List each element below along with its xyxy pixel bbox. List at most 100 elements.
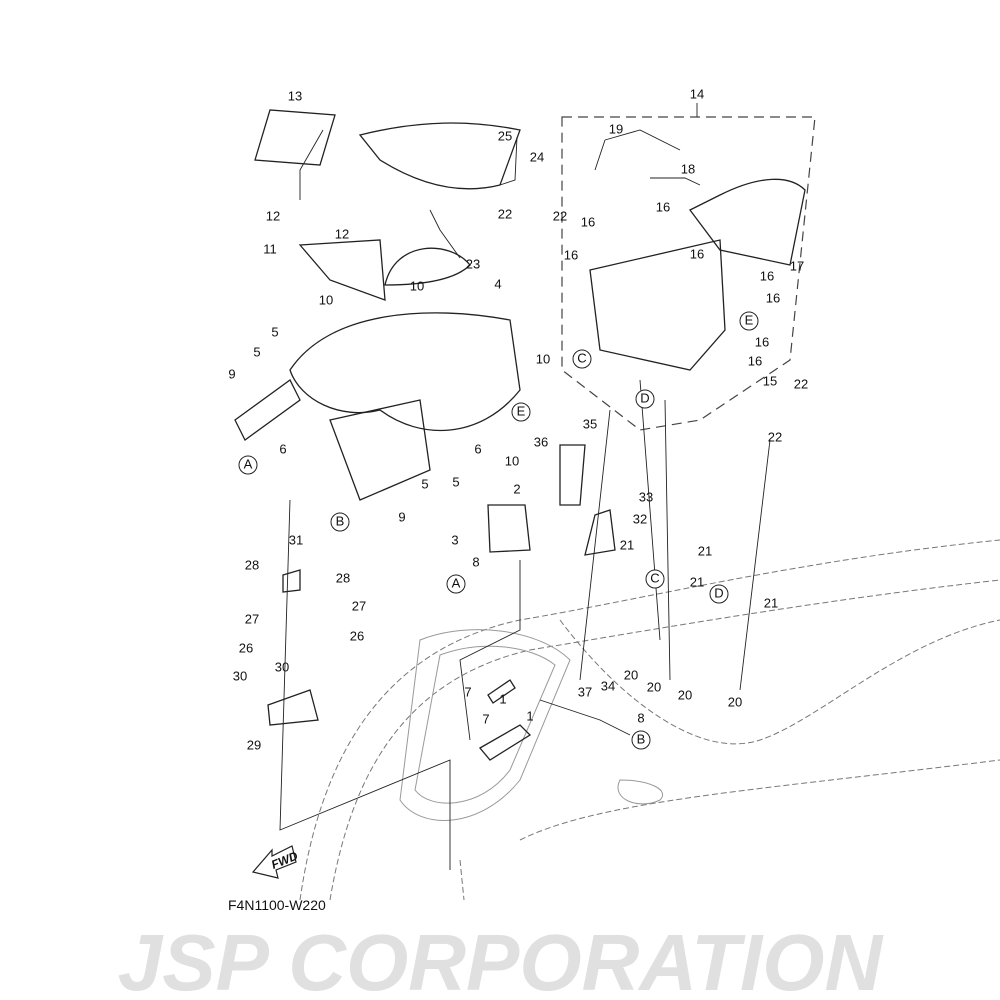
reference-letter: E <box>745 312 754 327</box>
part-number-callout: 14 <box>690 86 704 101</box>
part-number-callout: 5 <box>253 344 260 359</box>
part-13 <box>254 109 336 166</box>
part-number-callout: 19 <box>609 121 623 136</box>
reference-letter: E <box>517 403 526 418</box>
part-number-callout: 5 <box>421 476 428 491</box>
part-number-callout: 30 <box>233 668 247 683</box>
reference-circle-B <box>330 512 350 532</box>
part-number-callout: 28 <box>336 570 350 585</box>
part-number-callout: 12 <box>335 226 349 241</box>
part-number-callout: 24 <box>530 149 544 164</box>
part-number-callout: 27 <box>245 611 259 626</box>
part-29 <box>267 689 319 726</box>
reference-circle-E <box>511 402 531 422</box>
part-number-callout: 1 <box>526 708 533 723</box>
part-number-callout: 16 <box>581 214 595 229</box>
forward-arrow: FWD <box>251 845 300 879</box>
part-number-callout: 16 <box>690 246 704 261</box>
part-number-callout: 15 <box>763 373 777 388</box>
part-number-callout: 37 <box>578 684 592 699</box>
part-4-lower <box>329 399 431 501</box>
watermark: JSP CORPORATION <box>118 918 885 1000</box>
part-35 <box>559 444 586 506</box>
part-number-callout: 2 <box>513 481 520 496</box>
part-number-callout: 21 <box>690 574 704 589</box>
part-number-callout: 16 <box>656 199 670 214</box>
part-number-callout: 30 <box>275 659 289 674</box>
part-3 <box>487 504 531 553</box>
part-number-callout: 16 <box>760 268 774 283</box>
part-number-callout: 31 <box>289 532 303 547</box>
reference-circle-E <box>739 311 759 331</box>
part-number-callout: 22 <box>553 208 567 223</box>
part-number-callout: 1 <box>499 691 506 706</box>
part-number-callout: 7 <box>482 711 489 726</box>
part-24 <box>358 122 521 190</box>
part-number-callout: 20 <box>678 687 692 702</box>
reference-letter: B <box>637 731 646 746</box>
part-number-callout: 32 <box>633 511 647 526</box>
part-32 <box>584 509 616 556</box>
part-number-callout: 10 <box>505 453 519 468</box>
part-number-callout: 20 <box>728 694 742 709</box>
reference-letter: D <box>640 390 649 405</box>
part-14-box <box>589 239 726 371</box>
hull-outline <box>299 539 1000 901</box>
part-number-callout: 17 <box>790 258 804 273</box>
part-number-callout: 7 <box>464 684 471 699</box>
part-number-callout: 6 <box>474 441 481 456</box>
part-4 <box>289 312 521 432</box>
reference-letter: C <box>650 570 659 585</box>
reference-letter: B <box>336 513 345 528</box>
part-number-callout: 27 <box>352 598 366 613</box>
part-number-callout: 16 <box>564 247 578 262</box>
part-number-callout: 36 <box>534 434 548 449</box>
reference-circle-C <box>572 349 592 369</box>
part-number-callout: 22 <box>794 376 808 391</box>
part-number-callout: 9 <box>228 366 235 381</box>
part-number-callout: 12 <box>266 208 280 223</box>
part-number-callout: 35 <box>583 416 597 431</box>
part-number-callout: 34 <box>601 678 615 693</box>
part-side-bracket <box>234 379 301 441</box>
leader-lines <box>279 103 771 870</box>
part-number-callout: 22 <box>768 429 782 444</box>
part-number-callout: 18 <box>681 161 695 176</box>
part-number-callout: 8 <box>637 710 644 725</box>
part-number-callout: 9 <box>398 509 405 524</box>
part-number-callout: 13 <box>288 88 302 103</box>
part-number-callout: 21 <box>620 537 634 552</box>
part-11 <box>298 239 386 301</box>
reference-circle-D <box>635 389 655 409</box>
part-number-callout: 20 <box>624 667 638 682</box>
part-number-callout: 28 <box>245 557 259 572</box>
part-23 <box>384 247 471 286</box>
fwd-label: FWD <box>269 849 300 872</box>
part-number-callout: 22 <box>498 206 512 221</box>
reference-circle-A <box>446 574 466 594</box>
part-number-callout: 20 <box>647 679 661 694</box>
part-number-callout: 16 <box>766 290 780 305</box>
part-number-callout: 11 <box>263 241 277 256</box>
part-number-callout: 10 <box>536 351 550 366</box>
part-number-callout: 8 <box>472 554 479 569</box>
part-number-callout: 23 <box>466 256 480 271</box>
part-number-callout: 4 <box>494 276 501 291</box>
part-number-callout: 29 <box>247 737 261 752</box>
part-7 <box>479 724 532 761</box>
parts <box>234 109 806 761</box>
part-number-callout: 10 <box>319 292 333 307</box>
part-31 <box>282 569 301 593</box>
reference-letter: D <box>714 585 723 600</box>
part-number-callout: 10 <box>410 278 424 293</box>
part-number-callout: 16 <box>748 353 762 368</box>
reference-circle-D <box>709 584 729 604</box>
part-number-callout: 5 <box>452 474 459 489</box>
part-number-callout: 26 <box>350 628 364 643</box>
part-17 <box>689 178 806 266</box>
part-number-callout: 25 <box>498 128 512 143</box>
part-number-callout: 21 <box>698 543 712 558</box>
